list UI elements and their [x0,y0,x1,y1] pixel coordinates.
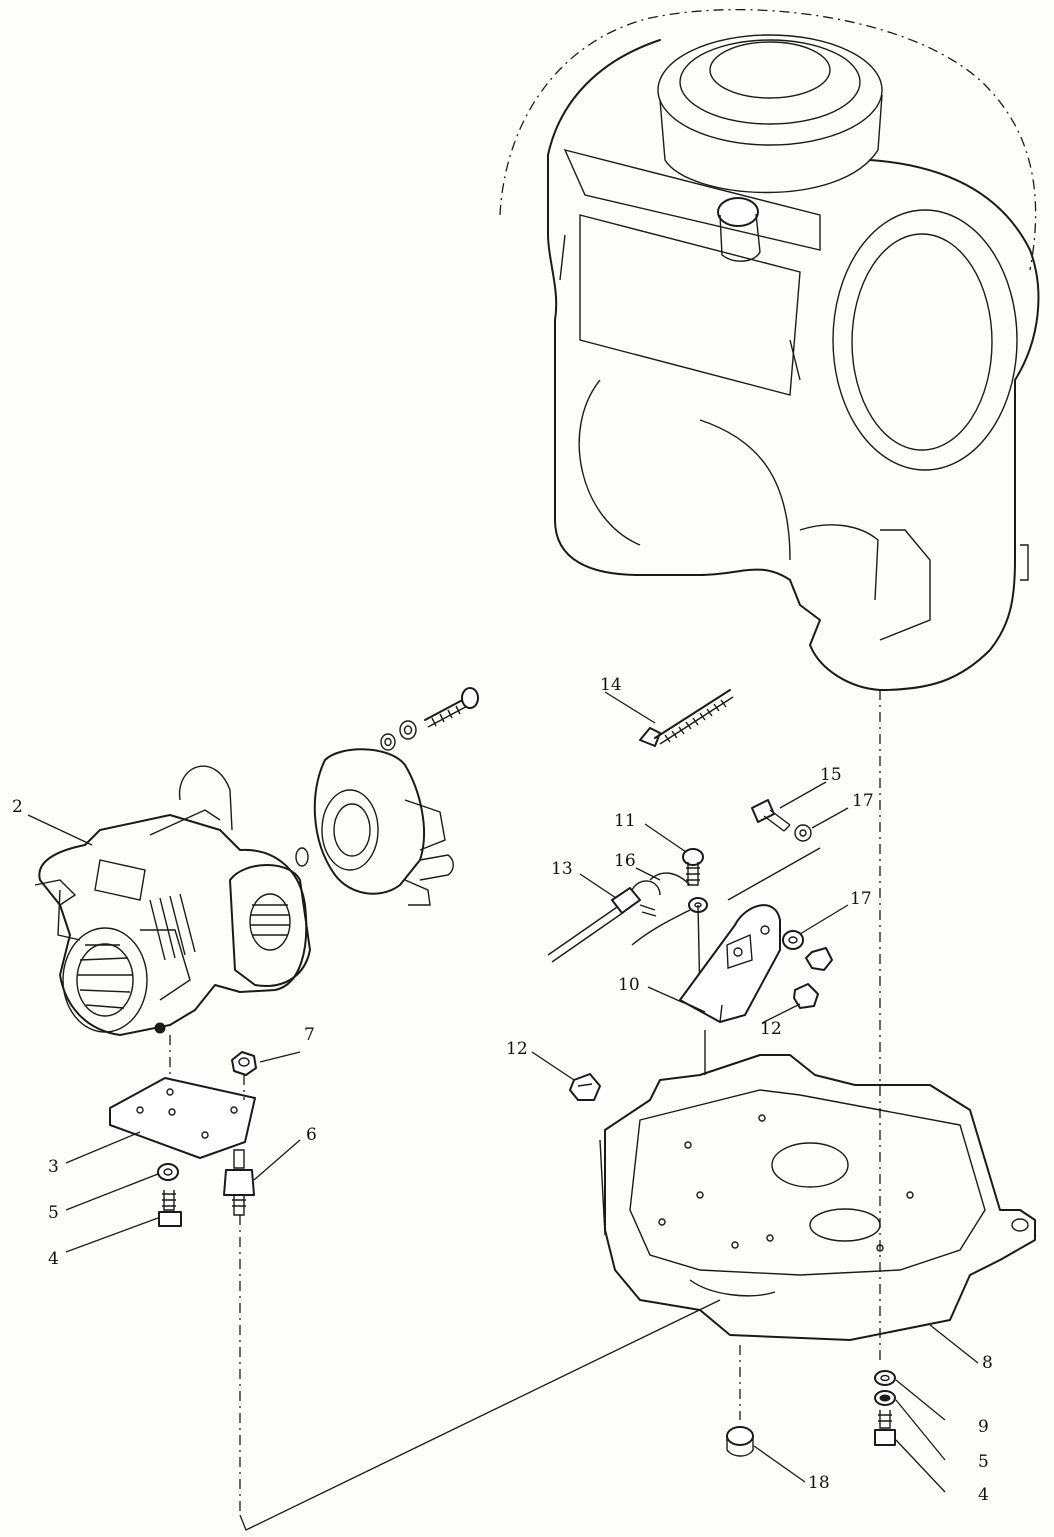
part-14-long-bolt [639,689,734,747]
part-5-washer-right [874,1390,896,1406]
callout-5-right: 5 [978,1452,989,1472]
callout-10: 10 [618,975,640,995]
carburetor-assembly [295,687,479,906]
direction-line [727,847,821,901]
part-16-terminal [631,872,708,946]
part-12-nut-base [569,1073,601,1101]
callout-5-left: 5 [48,1203,59,1223]
part-5-washer-left [157,1163,179,1181]
part-10-bracket [679,904,781,1023]
callout-6: 6 [306,1125,317,1145]
part-11-screw [682,848,704,886]
callout-12-bracket: 12 [760,1019,782,1039]
part-4-bolt-left [158,1190,182,1227]
leader-lines [27,691,979,1493]
part-17-washer-top [794,824,812,842]
part-2-engine [34,765,311,1036]
callout-labels: 2 3 4 4 5 5 6 7 8 9 10 11 12 12 13 14 15… [12,675,993,1505]
part-9-washer-right [874,1370,896,1386]
callout-4-right: 4 [978,1485,989,1505]
callout-15: 15 [820,765,842,785]
callout-18: 18 [808,1473,830,1493]
callout-12-base: 12 [506,1039,528,1059]
callout-9: 9 [978,1417,989,1437]
callout-4-left: 4 [48,1249,59,1269]
callout-17-lower: 17 [850,889,872,909]
part-8-base [599,1054,1036,1341]
part-3-mount-plate [109,1077,256,1159]
callout-7: 7 [304,1025,315,1045]
callout-8: 8 [982,1353,993,1373]
leader-bottom-v [239,1299,721,1531]
callout-14: 14 [600,675,622,695]
part-13-cable [547,880,661,963]
callout-13: 13 [551,859,573,879]
callout-11: 11 [614,811,636,831]
part-18-cap [726,1426,754,1457]
engine-cover-housing [499,8,1040,691]
callout-17-top: 17 [852,791,874,811]
bracket-nuts [793,947,833,1009]
part-7-nut [231,1051,257,1076]
part-17-washer-lower [782,930,804,950]
callout-16: 16 [614,851,636,871]
part-15-bolt [751,799,791,832]
callout-3: 3 [48,1157,59,1177]
part-4-bolt-right [874,1410,896,1446]
callout-2: 2 [12,797,23,817]
part-6-stud [223,1149,255,1216]
